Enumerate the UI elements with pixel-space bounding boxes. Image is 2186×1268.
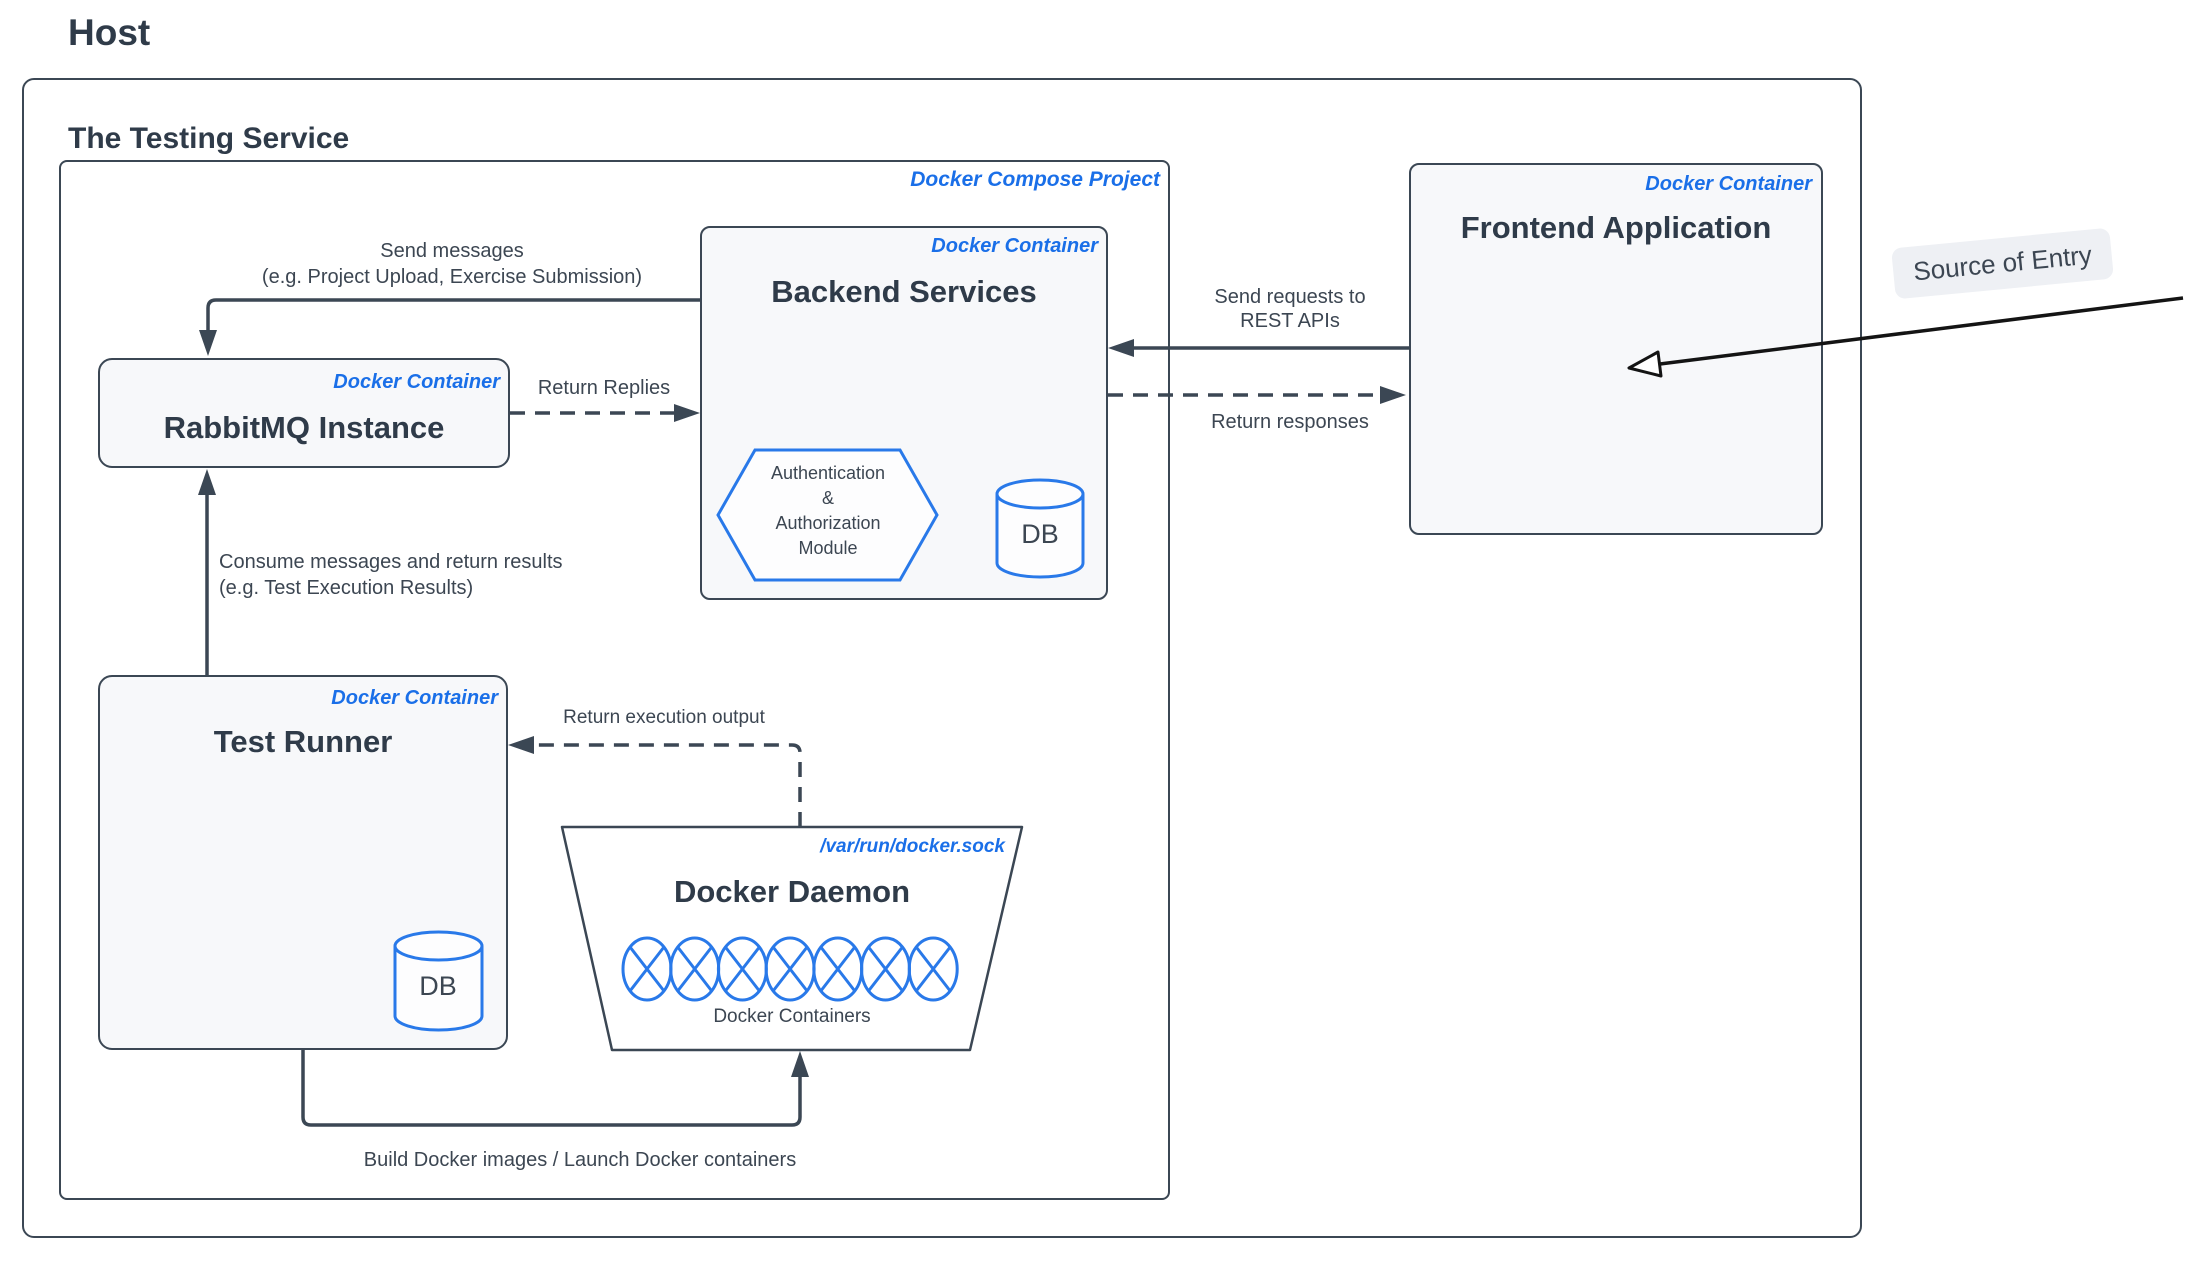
- edge-label-build-launch: Build Docker images / Launch Docker cont…: [363, 1149, 797, 1171]
- source-of-entry-label: Source of Entry: [1891, 227, 2115, 300]
- rabbitmq-badge: Docker Container: [333, 371, 500, 393]
- auth-module-line: Authentication: [770, 463, 886, 483]
- rabbitmq-title: RabbitMQ Instance: [163, 410, 445, 445]
- docker-daemon-title: Docker Daemon: [673, 874, 911, 909]
- frontend-title: Frontend Application: [1460, 210, 1772, 245]
- docker-containers-label: Docker Containers: [713, 1006, 871, 1027]
- edge-label-consume-2: (e.g. Test Execution Results): [219, 577, 474, 599]
- test-runner-db-label: DB: [419, 971, 457, 1001]
- rabbitmq-box: [98, 358, 510, 468]
- compose-badge: Docker Compose Project: [910, 168, 1160, 191]
- auth-module-line: Authorization: [775, 513, 881, 533]
- test-runner-title: Test Runner: [213, 724, 393, 759]
- edge-label-send-messages-1: Send messages: [380, 240, 524, 262]
- auth-module-label: Authentication & Authorization Module: [728, 461, 928, 561]
- host-box: [22, 78, 1862, 1238]
- testing-service-title: The Testing Service: [68, 122, 350, 155]
- edge-label-return-responses: Return responses: [1211, 411, 1369, 433]
- frontend-badge: Docker Container: [1645, 173, 1812, 195]
- edge-label-send-requests-2: REST APIs: [1240, 310, 1340, 332]
- edge-label-send-messages-2: (e.g. Project Upload, Exercise Submissio…: [261, 266, 643, 288]
- backend-badge: Docker Container: [931, 235, 1098, 257]
- edge-label-send-requests-1: Send requests to: [1214, 286, 1366, 308]
- edge-label-consume-1: Consume messages and return results: [219, 551, 563, 573]
- backend-title: Backend Services: [771, 274, 1037, 309]
- test-runner-badge: Docker Container: [331, 687, 498, 709]
- compose-box: [59, 160, 1170, 1200]
- backend-db-label: DB: [1021, 519, 1059, 549]
- edge-label-return-replies: Return Replies: [537, 377, 671, 399]
- host-title: Host: [68, 12, 151, 53]
- auth-module-line: &: [821, 488, 834, 508]
- auth-module-line: Module: [798, 538, 858, 558]
- edge-label-return-execution: Return execution output: [563, 707, 765, 728]
- docker-sock-badge: /var/run/docker.sock: [820, 836, 1005, 857]
